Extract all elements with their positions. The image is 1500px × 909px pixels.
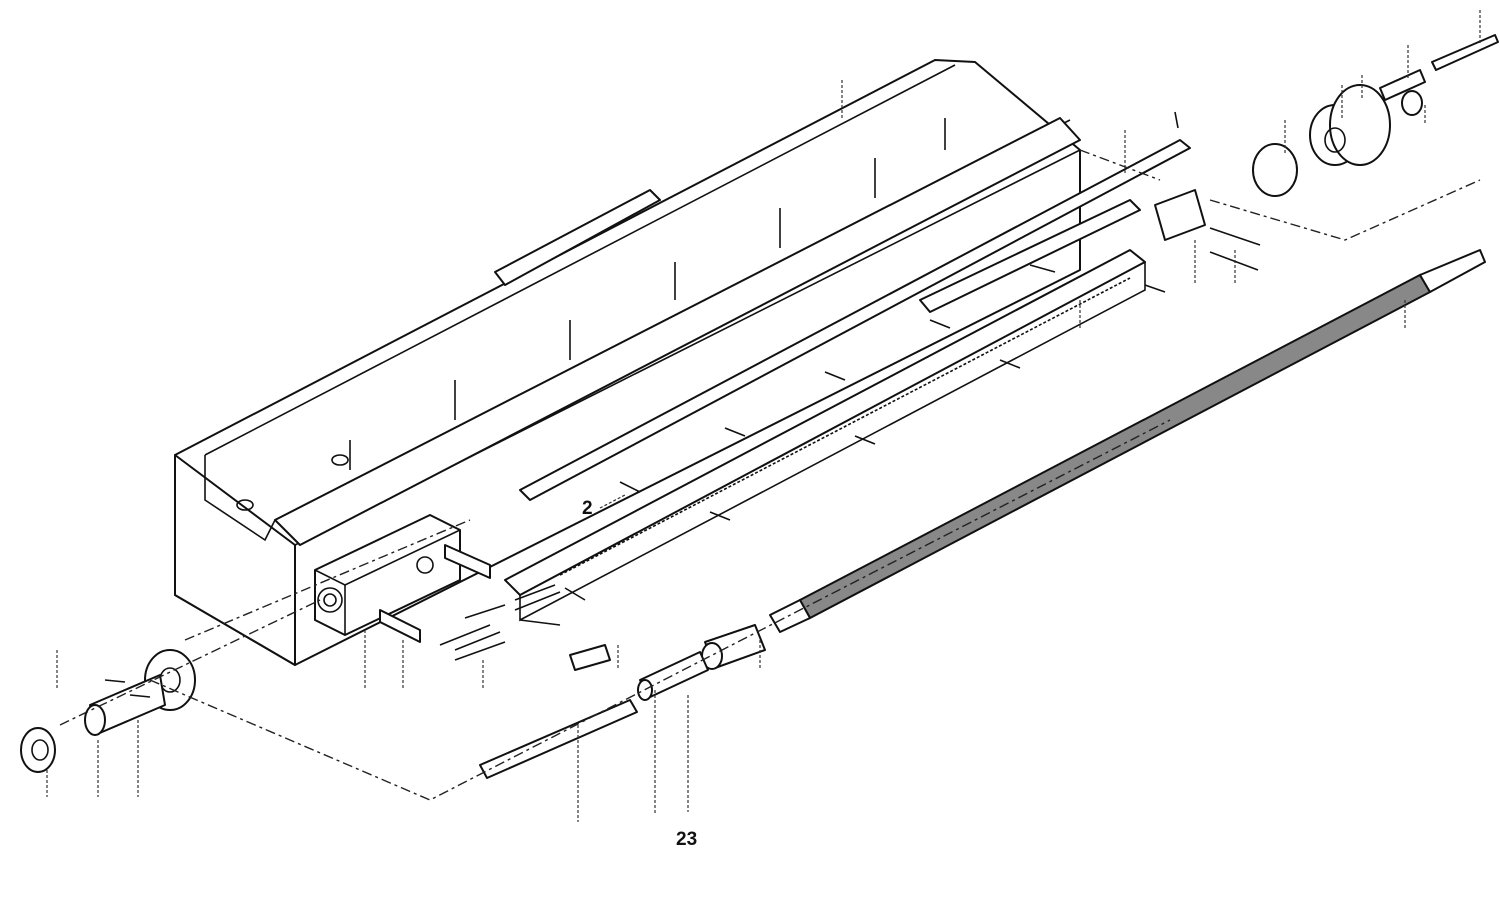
- shaft: [479, 699, 638, 779]
- centerlines: [59, 149, 1481, 801]
- flange-bearing: [20, 649, 196, 773]
- part-label-2: 2: [582, 498, 593, 519]
- screws: [104, 111, 1261, 698]
- bed-way: [274, 117, 1081, 546]
- shaft-pin: [569, 644, 611, 671]
- coupling: [637, 624, 766, 701]
- gib-strip: [519, 139, 1191, 501]
- leader-lines: [46, 10, 1481, 822]
- right-end-parts: [1154, 34, 1499, 241]
- part-label-23: 23: [676, 829, 698, 850]
- lead-screw: [769, 249, 1486, 633]
- end-bracket: [314, 514, 491, 643]
- rack: [504, 249, 1146, 622]
- rack-bar: [919, 199, 1141, 313]
